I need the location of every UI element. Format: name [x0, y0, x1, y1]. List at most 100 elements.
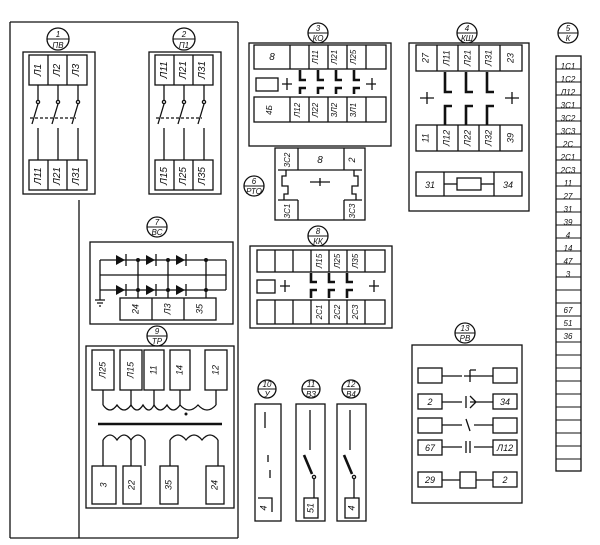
bottom-terminal-block: 2С1 2С2 2С3 — [256, 299, 386, 325]
terminal-label: 3С1 — [283, 204, 292, 219]
unit-number: 1 — [56, 30, 60, 39]
diode-icon — [146, 284, 157, 296]
unit-badge: 4 КШ — [456, 22, 478, 44]
terminal-label: Л1 — [33, 64, 44, 77]
bottom-terminal-block: 3 22 35 24 — [91, 465, 225, 505]
bottom-terminal-block: 4Б Л12 Л22 3Л2 3Л1 — [253, 96, 387, 123]
terminal-label: Л3 — [71, 63, 82, 77]
unit-code: К — [566, 34, 572, 43]
terminal-label: 2 — [501, 475, 507, 485]
terminal-label: Л31 — [483, 50, 493, 67]
top-terminal-block: 27 Л11 Л21 Л31 23 — [415, 44, 523, 72]
terminal-label: Л15 — [159, 167, 170, 186]
terminal-label: Л12 — [441, 130, 451, 147]
unit-badge: 10 У — [257, 379, 277, 399]
cabinet-frame — [9, 21, 239, 539]
terminal-label: 11 — [148, 365, 158, 374]
bottom-terminal-block: 3С1 3С3 — [278, 199, 362, 220]
terminal-label: 2С2 — [333, 304, 342, 320]
unit-badge: 7 ВС — [146, 216, 168, 238]
terminal-label: Л2 — [52, 63, 63, 77]
unit-number: 11 — [307, 380, 315, 389]
terminal-label: 8 — [317, 155, 323, 166]
terminal-label: Л21 — [52, 167, 63, 186]
terminal-label: Л15 — [315, 253, 324, 269]
unit-badge: 3 КО — [307, 22, 329, 44]
unit-number: 9 — [155, 327, 160, 336]
top-terminal-block: Л15 Л25 Л35 — [256, 249, 386, 273]
top-terminal-block: Л11 Л21 Л31 — [154, 54, 214, 86]
terminal-label: Л21 — [178, 61, 189, 80]
strip-terminal-label: 4 — [566, 231, 571, 240]
unit-number: 6 — [252, 177, 257, 186]
terminal-label: 51 — [305, 503, 315, 513]
strip-labels: 1С1 1С2 Л12 3С1 3С2 3С3 2С 2С1 2С3 11 27… — [560, 62, 576, 341]
terminal-label: Л35 — [197, 167, 208, 186]
strip-terminal-label: 11 — [564, 179, 572, 188]
terminal-label: 8 — [269, 52, 275, 63]
unit-number: 13 — [461, 324, 470, 333]
terminal-label: 2 — [426, 397, 432, 407]
unit-4-contactor: 4 КШ 27 Л11 Л21 Л31 23 — [408, 22, 530, 212]
contacts — [420, 72, 519, 125]
top-terminal-block: 8 Л11 Л21 Л25 — [253, 44, 387, 70]
terminal-label: 3 — [98, 482, 108, 487]
terminal-label: 29 — [424, 475, 435, 485]
unit-badge: 6 РТО — [243, 175, 265, 197]
unit-10-lamp: 10 У 4 — [254, 379, 282, 522]
terminal-label: Л31 — [71, 167, 82, 186]
unit-code: ВС — [152, 228, 163, 237]
terminal-label: Л12 — [293, 102, 302, 118]
terminal-label: Л22 — [311, 102, 320, 118]
terminal-label: Л22 — [462, 130, 472, 147]
coil-icon — [456, 177, 482, 191]
strip-terminal-label: 3С3 — [561, 127, 576, 136]
unit-number: 12 — [347, 380, 356, 389]
unit-number: 5 — [566, 24, 571, 33]
unit-code: П1 — [179, 41, 189, 50]
contacts — [255, 70, 376, 94]
unit-code: ПВ — [52, 41, 64, 50]
terminal-label: 2С1 — [315, 305, 324, 321]
unit-code: КО — [313, 34, 324, 43]
terminal-label: 23 — [505, 53, 515, 64]
strip-terminal-label: 14 — [564, 244, 573, 253]
unit-code: КК — [313, 237, 324, 246]
terminal-label: Л25 — [178, 167, 189, 186]
diode-icon — [146, 254, 157, 266]
three-pole-switch — [30, 85, 81, 160]
terminal-label: 35 — [194, 303, 204, 314]
terminal-label: 22 — [126, 480, 136, 491]
terminal-label: 11 — [420, 133, 430, 142]
terminal-label: Л25 — [349, 49, 358, 65]
terminal-label: Л11 — [33, 167, 44, 185]
unit-code: В4 — [346, 390, 356, 399]
terminal-label: 24 — [130, 304, 140, 315]
diode-icon — [116, 284, 127, 296]
terminal-label: Л15 — [125, 361, 135, 379]
unit-12-switch: 12 В4 4 — [336, 379, 367, 522]
unit-6-thermal-relay: 6 РТО 3С2 8 2 3С1 3С3 — [243, 147, 366, 221]
unit-badge: 12 В4 — [341, 379, 361, 399]
top-terminal-block: 3С2 8 2 — [278, 148, 362, 171]
terminal-label: 2 — [347, 157, 357, 163]
unit-badge: 9 ТР — [146, 325, 168, 347]
unit-badge: 11 ВЗ — [301, 379, 321, 399]
unit-number: 3 — [316, 24, 321, 33]
terminal-label: Л21 — [330, 50, 339, 65]
bottom-terminal-block: Л11 Л21 Л31 — [28, 159, 88, 191]
terminal-label: 4 — [346, 505, 356, 510]
terminal-label: Л31 — [197, 61, 208, 80]
unit-code: ТР — [152, 337, 163, 346]
coil-icon — [459, 471, 477, 489]
strip-row-dividers — [556, 68, 581, 460]
top-terminal-block: Л25 Л15 11 14 12 — [91, 349, 228, 391]
strip-terminal-label: 51 — [564, 319, 573, 328]
diode-icon — [176, 254, 187, 266]
unit-number: 2 — [181, 30, 187, 39]
terminal-label: 3С3 — [348, 203, 357, 218]
strip-terminal-label: 67 — [564, 306, 573, 315]
unit-number: 4 — [465, 24, 470, 33]
terminal-label: Л35 — [351, 253, 360, 269]
